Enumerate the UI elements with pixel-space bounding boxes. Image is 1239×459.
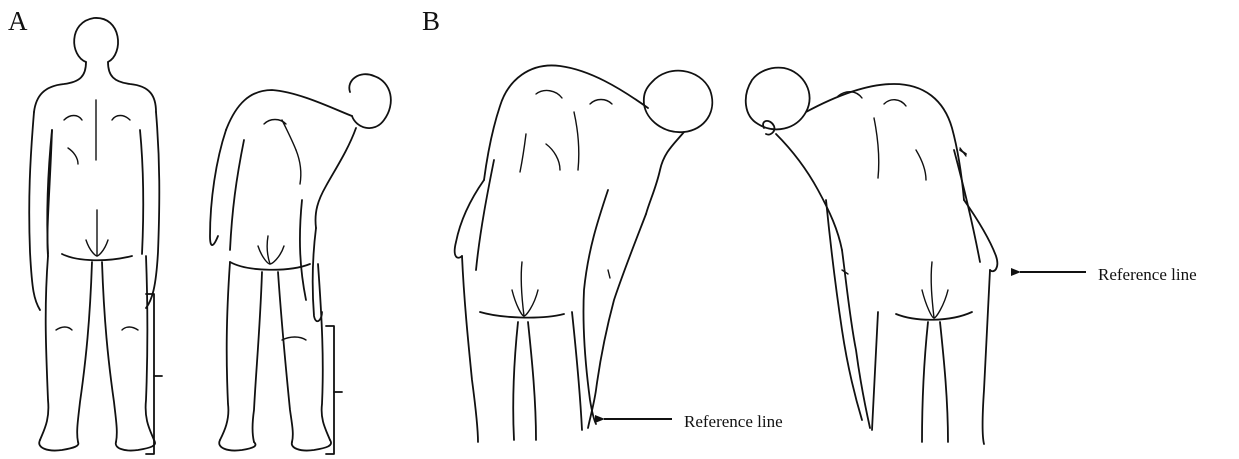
reference-line-label: Reference line xyxy=(1098,266,1197,283)
standing-figure xyxy=(29,18,162,454)
lateral-bend-figure xyxy=(210,74,391,454)
left-bend-figure xyxy=(746,68,1086,444)
reference-line-label: Reference line xyxy=(684,413,783,430)
right-bend-figure xyxy=(455,65,713,442)
